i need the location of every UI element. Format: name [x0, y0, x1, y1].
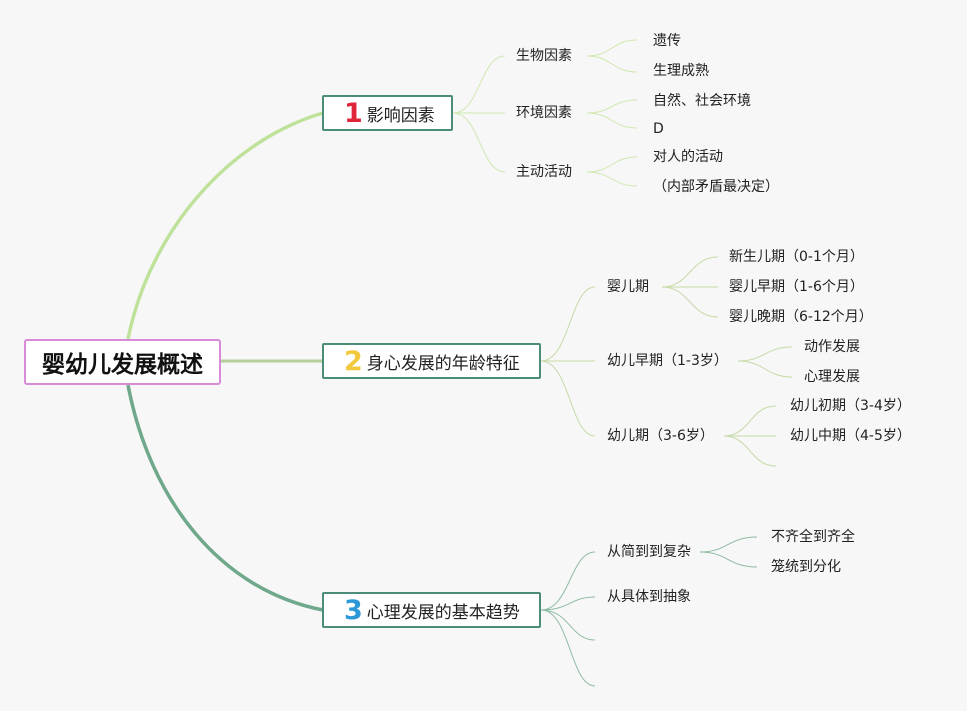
subtopic-infancy[interactable]: 婴儿期 [607, 279, 649, 295]
branch-2-title: 身心发展的年龄特征 [366, 353, 520, 374]
subtopic-active-activity[interactable]: 主动活动 [516, 164, 572, 180]
number-2-icon: 2 [344, 345, 363, 377]
number-1-icon: 1 [344, 97, 363, 129]
subtopic-childhood[interactable]: 幼儿期（3-6岁） [607, 428, 714, 444]
leaf-internal-contradiction[interactable]: （内部矛盾最决定） [653, 179, 779, 195]
subtopic-environment-factors[interactable]: 环境因素 [516, 105, 572, 121]
number-3-icon: 3 [344, 594, 363, 626]
leaf-physical-maturation[interactable]: 生理成熟 [653, 63, 709, 79]
leaf-psychological-development[interactable]: 心理发展 [804, 369, 860, 385]
leaf-activity-toward-people[interactable]: 对人的活动 [653, 149, 723, 165]
leaf-d[interactable]: D [653, 121, 664, 137]
leaf-late-infancy[interactable]: 婴儿晚期（6-12个月） [729, 309, 873, 325]
leaf-heredity[interactable]: 遗传 [653, 33, 681, 49]
branch-3-title: 心理发展的基本趋势 [366, 602, 520, 623]
leaf-middle-preschool[interactable]: 幼儿中期（4-5岁） [790, 428, 911, 444]
subtopic-concrete-to-abstract[interactable]: 从具体到抽象 [607, 589, 691, 605]
branch-2-topic[interactable]: 2 身心发展的年龄特征 [322, 343, 541, 379]
leaf-motor-development[interactable]: 动作发展 [804, 339, 860, 355]
subtopic-simple-to-complex[interactable]: 从简到到复杂 [607, 544, 691, 560]
leaf-early-preschool[interactable]: 幼儿初期（3-4岁） [790, 398, 911, 414]
leaf-incomplete-to-complete[interactable]: 不齐全到齐全 [771, 529, 855, 545]
subtopic-biological-factors[interactable]: 生物因素 [516, 48, 572, 64]
subtopic-early-childhood[interactable]: 幼儿早期（1-3岁） [607, 353, 728, 369]
root-topic[interactable]: 婴幼儿发展概述 [24, 339, 221, 385]
branch-1-topic[interactable]: 1 影响因素 [322, 95, 453, 131]
leaf-general-to-differentiated[interactable]: 笼统到分化 [771, 559, 841, 575]
branch-1-title: 影响因素 [366, 105, 435, 126]
branch-3-topic[interactable]: 3 心理发展的基本趋势 [322, 592, 541, 628]
leaf-newborn-period[interactable]: 新生儿期（0-1个月） [729, 249, 864, 265]
leaf-early-infancy[interactable]: 婴儿早期（1-6个月） [729, 279, 864, 295]
leaf-natural-social-environment[interactable]: 自然、社会环境 [653, 93, 751, 109]
